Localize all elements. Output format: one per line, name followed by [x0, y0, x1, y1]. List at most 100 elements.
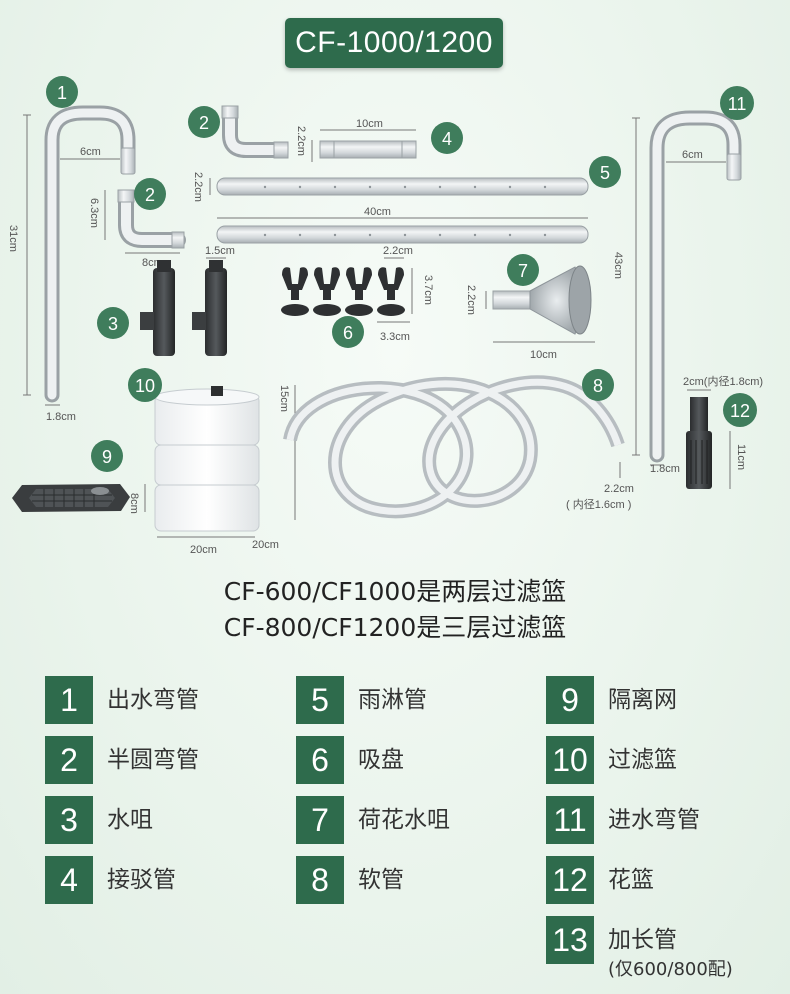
p3-width-label: 1.5cm [205, 245, 235, 257]
legend-label: 加长管 [608, 927, 677, 953]
legend-label: 出水弯管 [107, 687, 199, 713]
legend-label: 过滤篮 [608, 747, 677, 773]
connector-pipe [319, 140, 417, 159]
p7-length-label: 10cm [530, 349, 557, 361]
legend-label: 雨淋管 [358, 687, 427, 713]
callout-1-number: 1 [57, 83, 67, 103]
half-round-elbow [117, 189, 186, 249]
callout-11: 11 [720, 86, 754, 120]
p9-height-label: 8cm [128, 493, 140, 514]
callout-5: 5 [589, 156, 621, 188]
strainer [686, 397, 712, 489]
legend-item-4: 4 接驳管 [45, 856, 176, 904]
legend-item-13: 13 加长管 [546, 916, 677, 964]
water-nozzle [140, 260, 227, 356]
legend-number: 13 [546, 916, 594, 964]
p1-diameter-label: 1.8cm [46, 411, 76, 423]
legend-label: 软管 [358, 867, 404, 893]
p11-height-label: 43cm [612, 252, 624, 279]
legend-number: 10 [546, 736, 594, 784]
legend-item-1: 1 出水弯管 [45, 676, 199, 724]
basket-note-three-layer: CF-800/CF1200是三层过滤篮 [223, 613, 567, 642]
callout-11-number: 11 [728, 94, 747, 114]
p8-diameter-label: 2.2cm [604, 483, 634, 495]
callout-1: 1 [46, 76, 78, 108]
legend-item-6: 6 吸盘 [296, 736, 404, 784]
p11-diameter-label: 1.8cm [650, 463, 680, 475]
basket-note-two-layer: CF-600/CF1000是两层过滤篮 [223, 577, 567, 606]
p2-height-label: 6.3cm [88, 198, 100, 228]
p1-height-label: 31cm [7, 225, 19, 252]
legend-item-12: 12 花篮 [546, 856, 654, 904]
legend-number: 12 [546, 856, 594, 904]
p12-height-label: 11cm [735, 444, 747, 470]
callout-10-number: 10 [135, 376, 155, 396]
legend-label: 隔离网 [608, 687, 677, 713]
legend-number: 6 [296, 736, 344, 784]
filter-basket [154, 386, 260, 532]
p11-width-label: 6cm [682, 149, 703, 161]
callout-3: 3 [97, 307, 129, 339]
p6-bottom-width-label: 3.3cm [380, 331, 410, 343]
p5-diameter-label: 2.2cm [192, 172, 204, 202]
legend-label: 进水弯管 [608, 807, 700, 833]
callout-2: 2 [134, 178, 166, 210]
legend-number: 9 [546, 676, 594, 724]
legend-number: 5 [296, 676, 344, 724]
legend-label: 半圆弯管 [107, 747, 199, 773]
callout-10: 10 [128, 368, 162, 402]
legend-label: 吸盘 [358, 747, 404, 773]
legend-number: 2 [45, 736, 93, 784]
legend-label: 花篮 [608, 867, 654, 893]
legend-item-3: 3 水咀 [45, 796, 153, 844]
legend-label: 接驳管 [107, 867, 176, 893]
p2b-height-label: 2.2cm [295, 126, 307, 156]
hose [283, 375, 625, 519]
callout-badges: 1 2 2 3 4 5 6 7 8 9 10 11 12 [46, 76, 757, 472]
p10-height-label: 15cm [278, 385, 290, 412]
callout-6: 6 [332, 316, 364, 348]
p10-depth-label: 20cm [252, 539, 279, 551]
callout-9: 9 [91, 440, 123, 472]
legend-item-8: 8 软管 [296, 856, 404, 904]
p10-width-label: 20cm [190, 544, 217, 556]
inlet-bend-pipe [649, 110, 742, 463]
p8-inner-label: ( 内径1.6cm ) [566, 497, 631, 511]
legend-item-9: 9 隔离网 [546, 676, 677, 724]
outlet-bend-pipe [44, 105, 136, 403]
lotus-nozzle [492, 265, 592, 335]
legend-item-7: 7 荷花水咀 [296, 796, 450, 844]
callout-12-number: 12 [730, 401, 750, 421]
callout-8: 8 [582, 369, 614, 401]
callout-2-top: 2 [188, 106, 220, 138]
legend-number: 8 [296, 856, 344, 904]
legend-number: 1 [45, 676, 93, 724]
spray-bar [216, 177, 589, 244]
suction-cups [281, 267, 405, 316]
legend-number: 7 [296, 796, 344, 844]
callout-4-number: 4 [442, 129, 452, 149]
legend-number: 11 [546, 796, 594, 844]
half-round-elbow-top [221, 105, 289, 159]
callout-2-number: 2 [145, 185, 155, 205]
callout-12: 12 [723, 393, 757, 427]
legend-label: 水咀 [107, 807, 153, 833]
legend-item-10: 10 过滤篮 [546, 736, 677, 784]
p7-diameter-label: 2.2cm [465, 285, 477, 315]
isolation-net [12, 484, 130, 512]
callout-4: 4 [431, 122, 463, 154]
callout-2b-number: 2 [199, 113, 209, 133]
callout-8-number: 8 [593, 376, 603, 396]
p5-length-label: 40cm [364, 206, 391, 218]
legend-item-11: 11 进水弯管 [546, 796, 700, 844]
page-title: CF-1000/1200 [285, 18, 503, 68]
legend-label: 荷花水咀 [358, 807, 450, 833]
parts-diagram: 31cm 6cm 1.8cm 6.3cm 8cm 2.2cm 10cm [7, 76, 763, 556]
legend-item-13-note: (仅600/800配) [608, 959, 733, 980]
legend-item-2: 2 半圆弯管 [45, 736, 199, 784]
p6-height-label: 3.7cm [422, 275, 434, 305]
callout-7: 7 [507, 254, 539, 286]
legend-number: 3 [45, 796, 93, 844]
callout-9-number: 9 [102, 447, 112, 467]
callout-5-number: 5 [600, 163, 610, 183]
